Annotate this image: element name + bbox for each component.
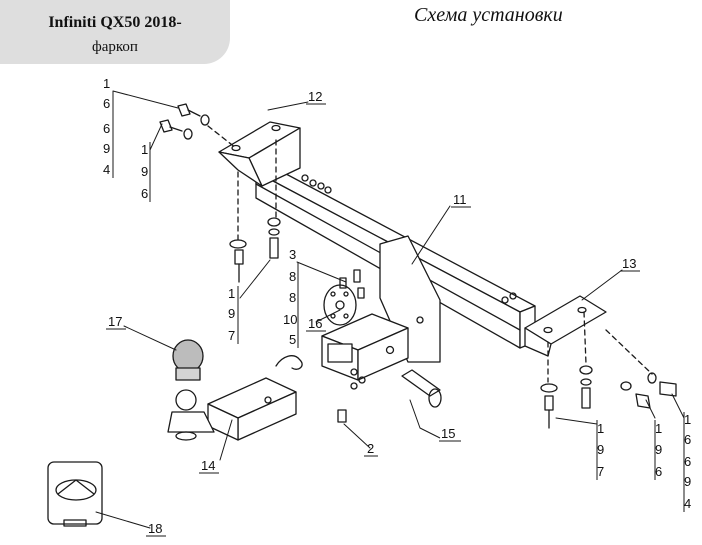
callout-18: 18 <box>148 521 162 536</box>
callout-14: 14 <box>201 458 215 473</box>
left-bracket <box>218 121 301 187</box>
callout-17: 17 <box>108 314 122 329</box>
stack-item: 9 <box>684 474 691 489</box>
part-stacks: 1 6 6 9 4 1 9 6 1 9 7 3 8 8 <box>103 76 691 512</box>
stack-item: 1 <box>597 421 604 436</box>
stack-item: 6 <box>655 464 662 479</box>
header-tab: Infiniti QX50 2018- фаркоп <box>0 0 230 64</box>
leader-lines <box>95 90 685 529</box>
stack-right-bracket-bolts: 1 9 7 <box>596 420 604 480</box>
beam-studs <box>301 174 517 304</box>
product-kind-label: фаркоп <box>92 39 138 55</box>
stack-item: 5 <box>289 332 296 347</box>
stack-item: 9 <box>655 442 662 457</box>
stack-item: 6 <box>141 186 148 201</box>
callout-13: 13 <box>622 256 636 271</box>
stack-item: 8 <box>289 269 296 284</box>
stack-item: 7 <box>228 328 235 343</box>
stack-right-side-inner: 1 9 6 <box>654 420 662 480</box>
callout-15: 15 <box>441 426 455 441</box>
stack-item: 1 <box>228 286 235 301</box>
stack-left-bracket-bolts: 1 9 7 <box>228 286 239 344</box>
callout-16: 16 <box>308 316 322 331</box>
fasteners <box>159 103 677 429</box>
stack-item: 9 <box>141 164 148 179</box>
stack-item: 9 <box>597 442 604 457</box>
receiver-assembly <box>321 235 441 381</box>
stack-center-bolts: 3 8 8 10 5 <box>283 247 299 348</box>
stack-item: 4 <box>103 162 110 177</box>
callout-2: 2 <box>367 441 374 456</box>
stack-item: 1 <box>684 412 691 427</box>
stack-item: 6 <box>684 454 691 469</box>
ball-mount <box>167 377 297 441</box>
stack-item: 6 <box>684 432 691 447</box>
stack-top-left-outer: 1 6 6 9 4 <box>103 76 114 178</box>
callout-11: 11 <box>453 192 467 207</box>
callout-labels: 12 11 13 16 17 14 15 2 18 <box>106 89 640 537</box>
stack-item: 8 <box>289 290 296 305</box>
scheme-title: Схема установки <box>414 4 563 26</box>
stack-item: 1 <box>655 421 662 436</box>
stack-item: 3 <box>289 247 296 262</box>
stack-item: 1 <box>141 142 148 157</box>
right-bracket <box>524 295 607 357</box>
stack-item: 6 <box>103 121 110 136</box>
install-axes <box>207 125 653 383</box>
stack-item: 1 <box>103 76 110 91</box>
stack-item: 9 <box>103 141 110 156</box>
stack-item: 7 <box>597 464 604 479</box>
socket-plate <box>323 284 357 326</box>
ball-cap <box>172 339 204 381</box>
infiniti-badge <box>47 461 103 527</box>
stack-item: 4 <box>684 496 691 511</box>
stack-item: 6 <box>103 96 110 111</box>
stack-item: 9 <box>228 306 235 321</box>
stack-top-left-inner: 1 9 6 <box>141 142 151 202</box>
callout-12: 12 <box>308 89 322 104</box>
vehicle-model-title: Infiniti QX50 2018- <box>48 14 182 31</box>
stack-right-side-outer: 1 6 6 9 4 <box>683 412 691 512</box>
hitch-pin <box>401 369 442 408</box>
stack-item: 10 <box>283 312 297 327</box>
